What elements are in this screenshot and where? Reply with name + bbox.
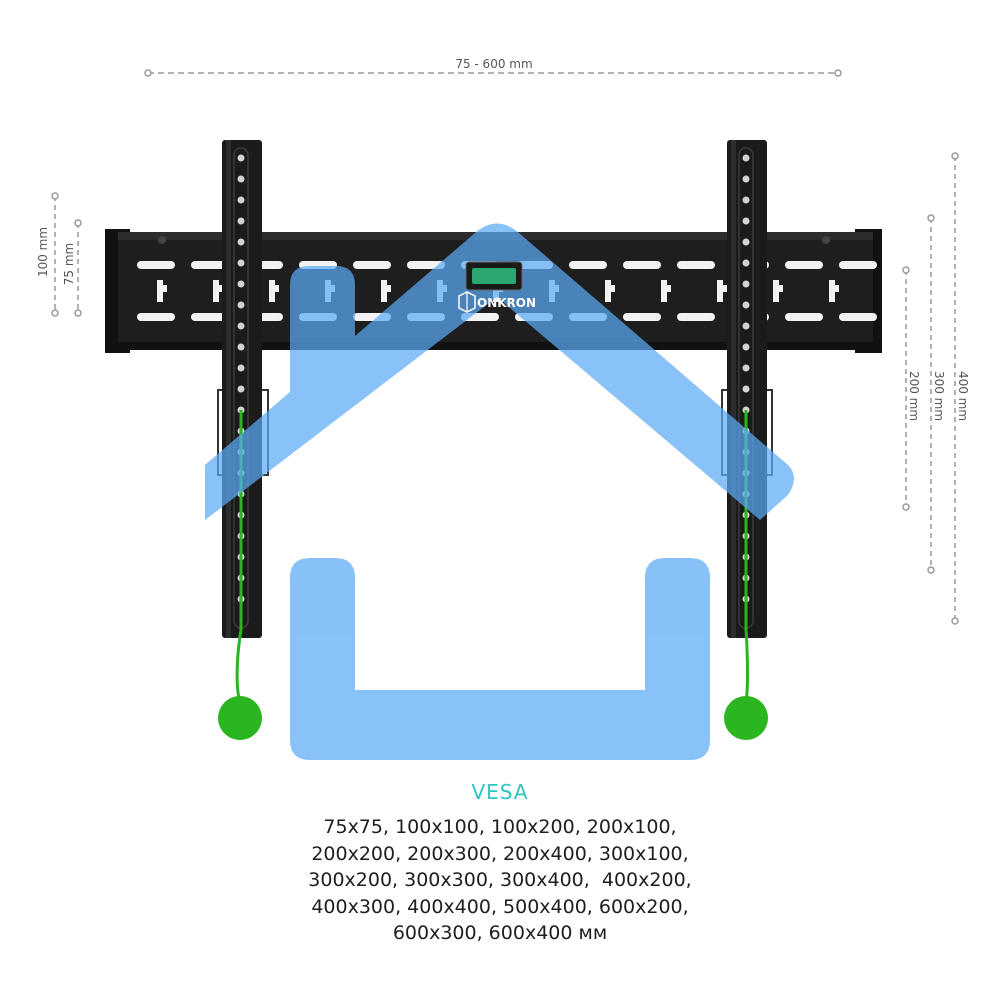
arm-hole [742,238,750,246]
onkron-logo-icon [458,291,476,313]
arm-hole [742,364,750,372]
left-dimensions: 100 mm 75 mm [36,192,82,317]
right-release-cord [724,629,768,740]
plate-slot [137,261,175,269]
plate-slot [677,261,715,269]
right-dimensions: 200 mm 300 mm 400 mm [902,152,977,625]
plate-keyhole [381,280,391,302]
plate-slot [785,261,823,269]
arm-hole [237,196,245,204]
vesa-title: VESA [471,780,529,804]
dim-75mm-label: 75 mm [62,243,76,285]
dim-300mm-label: 300 mm [932,371,946,421]
plate-slot [569,261,607,269]
left-release-cord [218,629,262,740]
dim-200mm-label: 200 mm [907,371,921,421]
arm-hole [742,322,750,330]
arm-hole [237,385,245,393]
left-mounting-arm [217,140,269,638]
dim-100mm-label: 100 mm [36,227,50,277]
plate-keyhole [717,280,727,302]
width-dimension: 75 - 600 mm [144,56,842,77]
bubble-level [465,261,523,291]
plate-keyhole [157,280,167,302]
arm-hole [742,154,750,162]
arm-hole [237,175,245,183]
right-mounting-arm [721,140,773,638]
dim-400mm-label: 400 mm [956,371,970,421]
plate-keyhole [269,280,279,302]
arm-hole [742,301,750,309]
arm-hole [237,280,245,288]
arm-hole [237,322,245,330]
plate-slot [353,261,391,269]
width-dimension-label: 75 - 600 mm [455,57,532,71]
arm-hole [237,217,245,225]
plate-keyhole [605,280,615,302]
arm-hole [742,259,750,267]
arm-hole [237,259,245,267]
plate-slot [191,261,229,269]
house-icon [205,223,794,760]
arm-hole [237,154,245,162]
arm-hole [742,196,750,204]
plate-slot [623,261,661,269]
plate-slot [137,313,175,321]
arm-hole [742,217,750,225]
vesa-sizes-list: 75x75, 100x100, 100x200, 200x100, 200x20… [308,816,692,944]
plate-slot [785,313,823,321]
arm-hole [237,343,245,351]
brand-logo-text: ONKRON [477,296,536,310]
arm-hole [237,301,245,309]
plate-slot [839,261,877,269]
plate-slot [839,313,877,321]
plate-keyhole [661,280,671,302]
plate-keyhole [829,280,839,302]
arm-hole [237,238,245,246]
arm-hole [742,343,750,351]
arm-hole [742,280,750,288]
plate-slot [191,313,229,321]
arm-hole [742,175,750,183]
plate-slot [623,313,661,321]
plate-slot [677,313,715,321]
plate-keyhole [773,280,783,302]
arm-hole [742,385,750,393]
plate-keyhole [213,280,223,302]
arm-hole [237,364,245,372]
